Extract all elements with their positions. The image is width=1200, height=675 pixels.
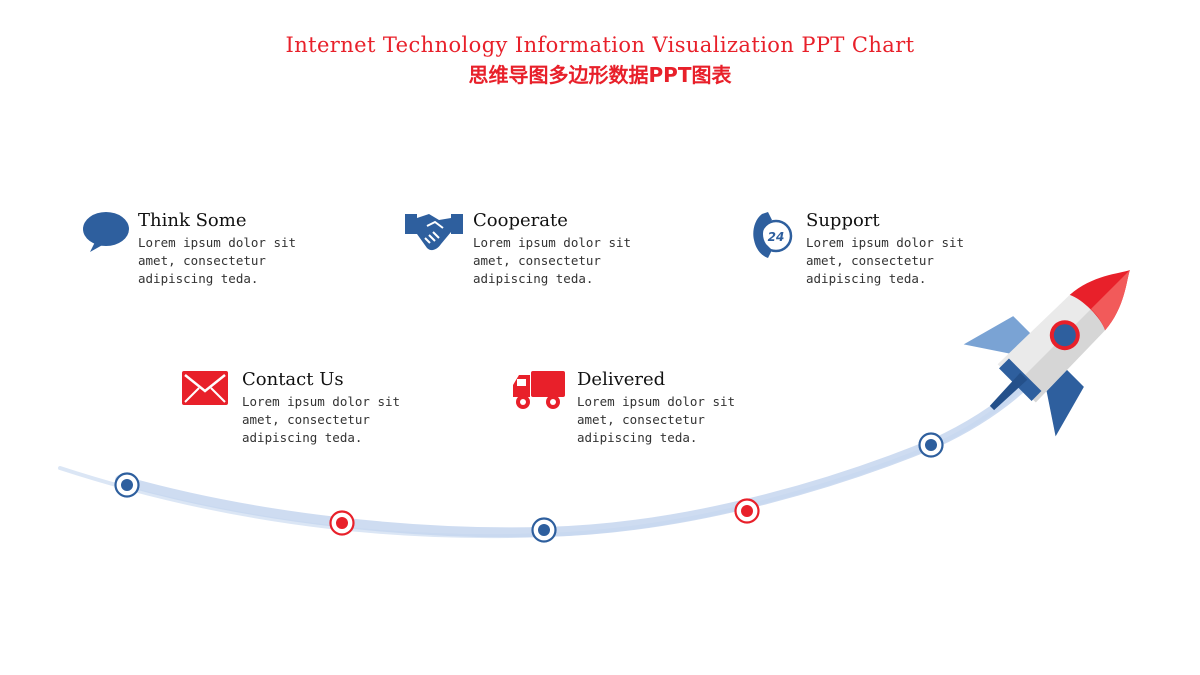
timeline-dot-3 xyxy=(531,517,557,543)
timeline-dot-4 xyxy=(734,498,760,524)
item-body: Lorem ipsum dolor sit amet, consectetur … xyxy=(138,235,297,286)
item-body: Lorem ipsum dolor sit amet, consectetur … xyxy=(242,394,401,445)
item-heading: Contact Us xyxy=(242,369,344,390)
truck-icon xyxy=(513,371,565,409)
phone-24-label: 24 xyxy=(768,230,785,244)
phone-24-icon: 24 xyxy=(753,212,793,258)
timeline-dot-5 xyxy=(918,432,944,458)
handshake-icon xyxy=(405,214,463,251)
title-english: Internet Technology Information Visualiz… xyxy=(285,33,915,57)
title-chinese: 思维导图多边形数据PPT图表 xyxy=(468,63,732,87)
item-heading: Cooperate xyxy=(473,210,568,231)
item-heading: Support xyxy=(806,210,880,231)
timeline-dot-1 xyxy=(114,472,140,498)
item-heading: Delivered xyxy=(577,369,666,390)
item-body: Lorem ipsum dolor sit amet, consectetur … xyxy=(806,235,965,286)
item-body: Lorem ipsum dolor sit amet, consectetur … xyxy=(473,235,632,286)
page-title: Internet Technology Information Visualiz… xyxy=(0,30,1200,90)
envelope-icon xyxy=(182,371,228,405)
timeline-dot-2 xyxy=(329,510,355,536)
item-body: Lorem ipsum dolor sit amet, consectetur … xyxy=(577,394,736,445)
rocket-icon xyxy=(963,270,1130,437)
item-heading: Think Some xyxy=(138,210,247,231)
speech-bubble-icon xyxy=(83,212,129,252)
